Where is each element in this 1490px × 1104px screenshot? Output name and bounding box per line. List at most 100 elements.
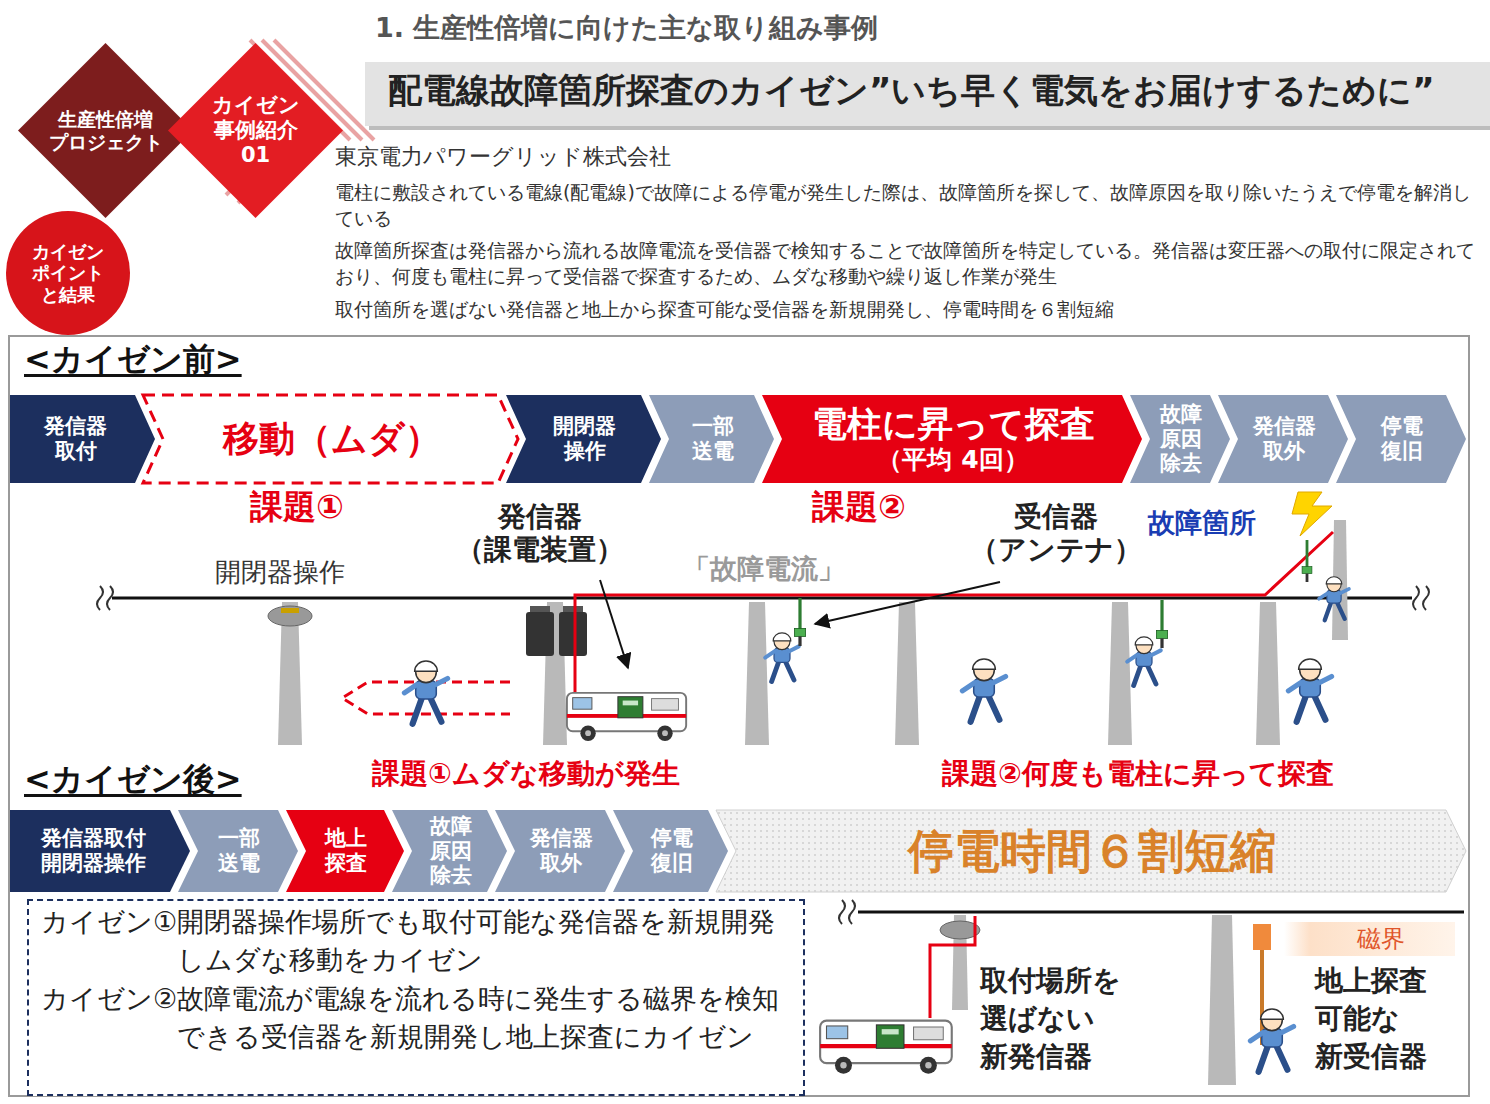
fault-label: 故障箇所: [1148, 507, 1256, 539]
illustration-path: [839, 900, 855, 924]
text-box: 発信器 取外: [519, 812, 603, 890]
illustration-polygon: [745, 602, 769, 745]
issue-caption: 課題①ムダな移動が発生: [372, 757, 680, 790]
illustration-polygon: [895, 602, 919, 745]
illustration-use: [1319, 577, 1349, 621]
device-label: 地上探査 可能な 新受信器: [1315, 962, 1427, 1075]
node-text: 地上 探査: [325, 826, 367, 876]
illustration-path: [575, 532, 1333, 700]
text-box: カイゼン①開閉器操作場所でも取付可能な発信器を新規開発しムダな移動をカイゼンカイ…: [41, 903, 793, 1092]
text-box: 開閉器 操作: [530, 397, 639, 481]
illustration-g: [278, 520, 1348, 745]
chevron-outline: [1130, 395, 1230, 483]
text-box: 一部 送電: [673, 397, 752, 481]
illustration-polygon: [1256, 602, 1280, 745]
node-text: カイゼン 事例紹介 01: [212, 93, 300, 167]
page-title: 配電線故障箇所探査のカイゼン”いち早く電気をお届けするために”: [388, 70, 1435, 110]
chevron-outline: [495, 810, 625, 892]
node-text: 生産性倍増 プロジェクト: [49, 108, 163, 153]
node-text: 停電時間６割短縮: [908, 824, 1276, 878]
text-box: 電柱に昇って探査（平均 4回）: [786, 397, 1120, 481]
chevron-outline: [506, 395, 661, 483]
illustration-use: [1288, 659, 1331, 722]
problem-step: 電柱に昇って探査（平均 4回）: [762, 395, 1142, 483]
illustration-use: [404, 661, 447, 724]
logo-diamond: 生産性倍増 プロジェクト: [18, 43, 193, 218]
chevron-outline: [392, 810, 507, 892]
point-circle: カイゼン ポイント と結果: [5, 210, 131, 336]
process-step: 故障 原因 除去: [1130, 395, 1230, 483]
text-box: カイゼン 事例紹介 01: [198, 73, 313, 188]
process-step: 発信器 取外: [1218, 395, 1348, 483]
node-text: 発信器取付 開閉器操作: [41, 826, 146, 876]
node-text: 一部 送電: [218, 826, 260, 876]
text-box: 停電時間６割短縮: [740, 812, 1444, 890]
diamond-outline: [18, 43, 193, 218]
chevron-outline: [10, 395, 155, 483]
illustration-polygon: [1108, 602, 1132, 745]
chevron-outline: [613, 810, 728, 892]
chevron-outline: [1218, 395, 1348, 483]
node-subtext: カイゼン②故障電流が電線を流れる時に発生する磁界を検知できる受信器を新規開発し地…: [41, 980, 793, 1057]
node-text: 一部 送電: [692, 414, 734, 464]
description-text: 電柱に敷設されている電線(配電線)で故障による停電が発生した際は、故障箇所を探し…: [335, 180, 1485, 232]
illustration-line: [815, 582, 1000, 624]
node-text: <カイゼン前>: [24, 341, 242, 379]
text-box: 発信器 取外: [1242, 397, 1326, 481]
text-box: 一部 送電: [202, 812, 276, 890]
illustration-use: [820, 1021, 952, 1074]
node-text: 電柱に昇って探査: [812, 404, 1095, 445]
text-box: 故障 原因 除去: [1154, 397, 1208, 481]
illustration-line: [858, 911, 1464, 914]
illustration-rect: [563, 606, 583, 612]
chevron-outline: [716, 810, 1466, 892]
node-text: 開閉器 操作: [553, 414, 616, 464]
part-label: 受信器 （アンテナ）: [970, 500, 1142, 566]
process-step: 開閉器 操作: [506, 395, 661, 483]
chevron-outline: [178, 810, 298, 892]
chevron-outline: [286, 810, 404, 892]
illustration-use: [1156, 600, 1167, 648]
illustration-path: [930, 916, 975, 1018]
node-subtext: <カイゼン後>: [24, 761, 242, 799]
illustration-line: [112, 597, 1412, 600]
content-panel: <カイゼン前><カイゼン後>発信器 取付移動（ムダ）開閉器 操作一部 送電電柱に…: [8, 335, 1470, 1097]
after-illustration: [820, 900, 1464, 1085]
waste-step: 移動（ムダ）: [143, 395, 518, 483]
node-text: カイゼン①開閉器操作場所でも取付可能な発信器を新規開発しムダな移動をカイゼン: [41, 903, 793, 980]
issue-number: 課題①: [250, 488, 344, 527]
chevron-outline: [1336, 395, 1466, 483]
text-box: 生産性倍増 プロジェクト: [48, 73, 163, 188]
illustration-use: [567, 693, 686, 741]
node-text: 移動（ムダ）: [223, 418, 441, 460]
circle-outline: [6, 211, 130, 335]
issue-caption: 課題②何度も電柱に昇って探査: [942, 757, 1334, 790]
illustration-use: [1127, 637, 1161, 686]
result-band: 停電時間６割短縮: [716, 810, 1466, 892]
description-text: 取付箇所を選ばない発信器と地上から探査可能な受信器を新規開発し、停電時間を６割短…: [335, 297, 1485, 323]
illustration-use: [1302, 540, 1312, 582]
node-text: 故障 原因 除去: [430, 814, 472, 888]
node-text: カイゼン ポイント と結果: [32, 241, 104, 305]
node-text: 停電 復旧: [1381, 414, 1423, 464]
illustration-use: [962, 659, 1005, 722]
process-step: 故障 原因 除去: [392, 810, 507, 892]
process-step: 一部 送電: [178, 810, 298, 892]
process-step: 発信器取付 開閉器操作: [10, 810, 190, 892]
illustration-use: [794, 598, 805, 646]
chevron-outline: [10, 810, 190, 892]
title-band: [365, 62, 1490, 126]
text-box: 故障 原因 除去: [416, 812, 485, 890]
process-step: 発信器 取付: [10, 395, 155, 483]
text-box: 発信器取付 開閉器操作: [18, 812, 168, 890]
node-text: 停電 復旧: [651, 826, 693, 876]
process-step: 停電 復旧: [613, 810, 728, 892]
chevron-outline: [762, 395, 1142, 483]
part-label: 発信器 （課電装置）: [456, 500, 624, 566]
illustration-rect: [530, 606, 550, 612]
node-text: 磁界: [1357, 925, 1405, 953]
process-step: 停電 復旧: [1336, 395, 1466, 483]
process-step: 一部 送電: [649, 395, 774, 483]
illustration-polygon: [1208, 915, 1236, 1085]
before-illustration: [97, 492, 1429, 745]
